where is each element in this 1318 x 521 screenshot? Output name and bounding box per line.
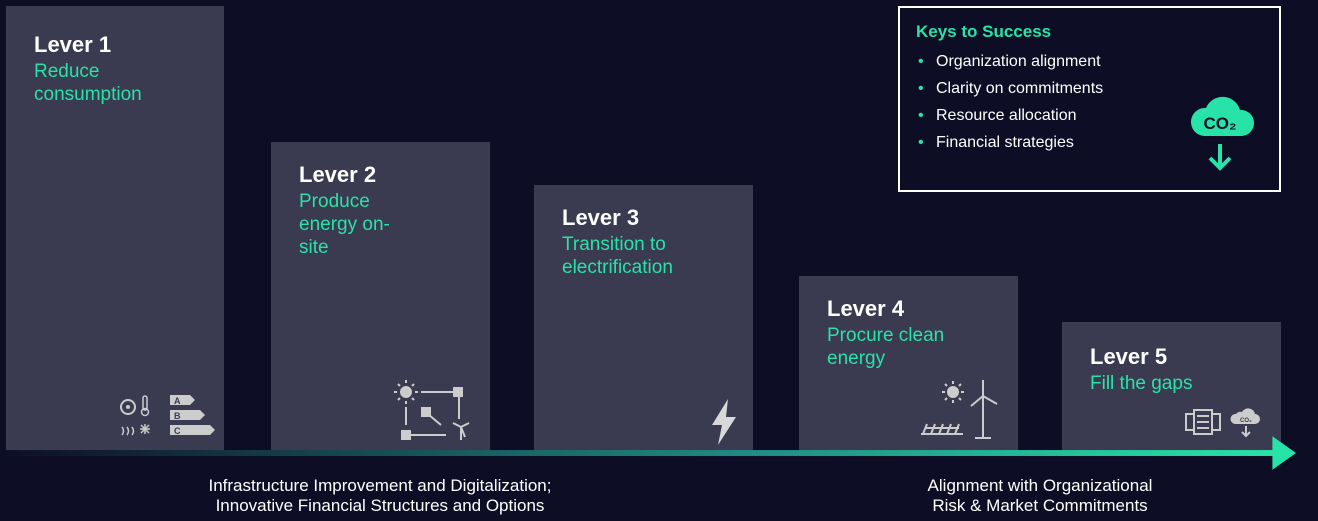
lever-3-column: Lever 3 Transition to electrification bbox=[534, 185, 753, 456]
bottom-left-line-2: Innovative Financial Structures and Opti… bbox=[215, 496, 545, 515]
clean-energy-icon bbox=[921, 380, 998, 439]
lever-4-description: Procure clean energy bbox=[827, 325, 945, 369]
lever-1-column: Lever 1 Reduce consumption A B C bbox=[6, 6, 224, 456]
lightning-icon bbox=[712, 399, 736, 445]
lever-5-column: Lever 5 Fill the gaps CO₂ bbox=[1062, 322, 1281, 456]
list-item: Organization alignment bbox=[916, 52, 1279, 71]
co2-label: CO₂ bbox=[1203, 114, 1236, 133]
onsite-energy-icon bbox=[394, 380, 470, 440]
lever-2-title: Lever 2 bbox=[299, 162, 377, 187]
list-item: Financial strategies bbox=[916, 133, 1279, 152]
carbon-offset-icon: CO₂ bbox=[1185, 408, 1260, 438]
lever-5-title: Lever 5 bbox=[1090, 344, 1168, 369]
lever-2-column: Lever 2 Produce energy on-site bbox=[271, 142, 490, 456]
keys-to-success-list: Organization alignment Clarity on commit… bbox=[916, 52, 1279, 152]
lever-4-title: Lever 4 bbox=[827, 296, 905, 321]
energy-rating-icon: A B C bbox=[120, 395, 215, 436]
bottom-right-line-2: Risk & Market Commitments bbox=[932, 496, 1148, 515]
rating-c-label: C bbox=[174, 426, 181, 436]
lever-3-title: Lever 3 bbox=[562, 205, 640, 230]
keys-to-success-title: Keys to Success bbox=[916, 22, 1052, 41]
rating-a-label: A bbox=[174, 396, 181, 406]
bottom-left-caption: Infrastructure Improvement and Digitaliz… bbox=[150, 476, 610, 516]
lever-3-description: Transition to electrification bbox=[562, 234, 673, 278]
lever-2-description: Produce energy on-site bbox=[299, 191, 390, 258]
list-item: Resource allocation bbox=[916, 106, 1279, 125]
list-item: Clarity on commitments bbox=[916, 79, 1279, 98]
rating-b-label: B bbox=[174, 411, 181, 421]
co2-small-label: CO₂ bbox=[1240, 418, 1252, 424]
keys-to-success-box: Keys to Success Organization alignment C… bbox=[898, 6, 1281, 192]
lever-1-title: Lever 1 bbox=[34, 32, 112, 57]
lever-1-description: Reduce consumption bbox=[34, 61, 142, 105]
bottom-right-caption: Alignment with Organizational Risk & Mar… bbox=[845, 476, 1235, 516]
co2-cloud-icon: CO₂ bbox=[1190, 96, 1255, 171]
lever-4-column: Lever 4 Procure clean energy bbox=[799, 276, 1018, 456]
bottom-left-line-1: Infrastructure Improvement and Digitaliz… bbox=[208, 476, 552, 495]
timeline-arrow bbox=[0, 436, 1296, 470]
bottom-right-line-1: Alignment with Organizational bbox=[927, 476, 1153, 495]
lever-5-description: Fill the gaps bbox=[1090, 373, 1193, 394]
